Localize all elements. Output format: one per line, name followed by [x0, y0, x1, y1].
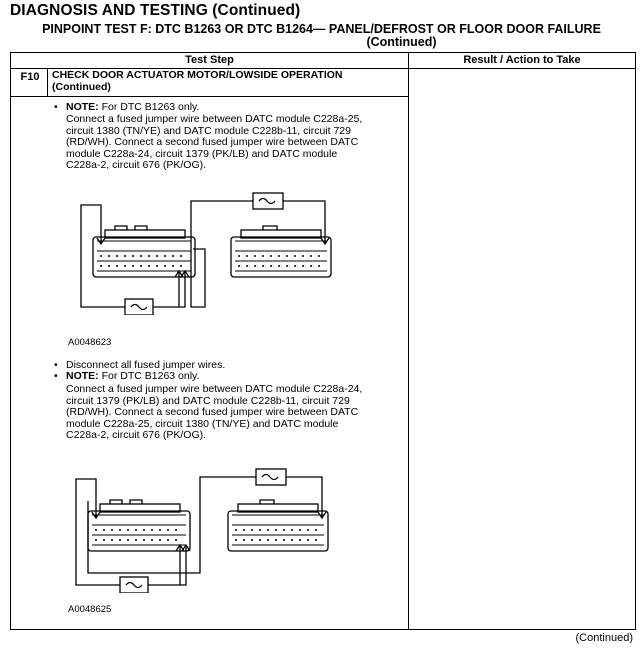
- instruction-line: module C228a-25, circuit 1380 (TN/YE) an…: [66, 417, 339, 430]
- instruction-line: (RD/WH). Connect a second fused jumper w…: [66, 136, 359, 149]
- instruction-line: Connect a fused jumper wire between DATC…: [66, 383, 363, 395]
- page-title: DIAGNOSIS AND TESTING (Continued): [10, 2, 301, 19]
- wiring-diagram-1: [80, 192, 332, 315]
- instruction-line: (RD/WH). Connect a second fused jumper w…: [66, 406, 359, 419]
- jumper-wire-1: [75, 478, 191, 593]
- jumper-wire-2: [96, 192, 330, 308]
- note-label-1: NOTE:: [66, 101, 99, 113]
- figure-id-2: A0048625: [68, 604, 112, 615]
- note-bullet-1: • NOTE: For DTC B1263 only.: [54, 101, 200, 113]
- connector-c228a: [87, 499, 191, 552]
- disconnect-bullet: • Disconnect all fused jumper wires.: [54, 359, 226, 371]
- instruction-line: circuit 1379 (PK/LB) and DATC module C22…: [66, 394, 350, 407]
- note-label-2: NOTE:: [66, 370, 99, 382]
- pinpoint-test-table: Test Step Result / Action to Take F10 CH…: [10, 52, 636, 630]
- instruction-line: Connect a fused jumper wire between DATC…: [66, 113, 363, 125]
- connector-c228b: [227, 499, 329, 552]
- instruction-line: circuit 1380 (TN/YE) and DATC module C22…: [66, 124, 351, 137]
- step-number-divider: [47, 68, 48, 96]
- note-bullet-2: • NOTE: For DTC B1263 only.: [54, 370, 200, 382]
- header-test-step: Test Step: [185, 54, 234, 66]
- instruction-line: module C228a-24, circuit 1379 (PK/LB) an…: [66, 147, 338, 160]
- step-number: F10: [20, 71, 40, 83]
- step-title: CHECK DOOR ACTUATOR MOTOR/LOWSIDE OPERAT…: [52, 69, 343, 93]
- step-title-line2: (Continued): [52, 80, 111, 93]
- instruction-line: C228a-2, circuit 676 (PK/OG).: [66, 159, 207, 172]
- subtitle-line1: PINPOINT TEST F: DTC B1263 OR DTC B1264—…: [42, 22, 601, 36]
- header-divider: [11, 68, 635, 69]
- column-divider: [408, 53, 409, 629]
- note-text-2: For DTC B1263 only.: [101, 370, 200, 382]
- disconnect-text: Disconnect all fused jumper wires.: [66, 359, 226, 371]
- instruction-paragraph-1: Connect a fused jumper wire between DATC…: [66, 113, 402, 172]
- page-subtitle: PINPOINT TEST F: DTC B1263 OR DTC B1264—…: [0, 23, 643, 49]
- continued-footer: (Continued): [575, 632, 633, 644]
- figure-id-1: A0048623: [68, 337, 112, 348]
- subtitle-line2: (Continued): [366, 35, 437, 49]
- connector-c228a: [92, 225, 196, 278]
- note-text-1: For DTC B1263 only.: [101, 101, 200, 113]
- instruction-paragraph-2: Connect a fused jumper wire between DATC…: [66, 383, 402, 442]
- header-result-action: Result / Action to Take: [463, 54, 581, 66]
- step-title-divider: [11, 96, 408, 97]
- jumper-wire-2: [87, 468, 327, 574]
- wiring-diagram-2: [75, 468, 329, 593]
- jumper-wire-1: [80, 204, 190, 315]
- step-title-line1: CHECK DOOR ACTUATOR MOTOR/LOWSIDE OPERAT…: [52, 69, 343, 81]
- instruction-line: C228a-2, circuit 676 (PK/OG).: [66, 429, 207, 442]
- connector-c228b: [230, 225, 332, 278]
